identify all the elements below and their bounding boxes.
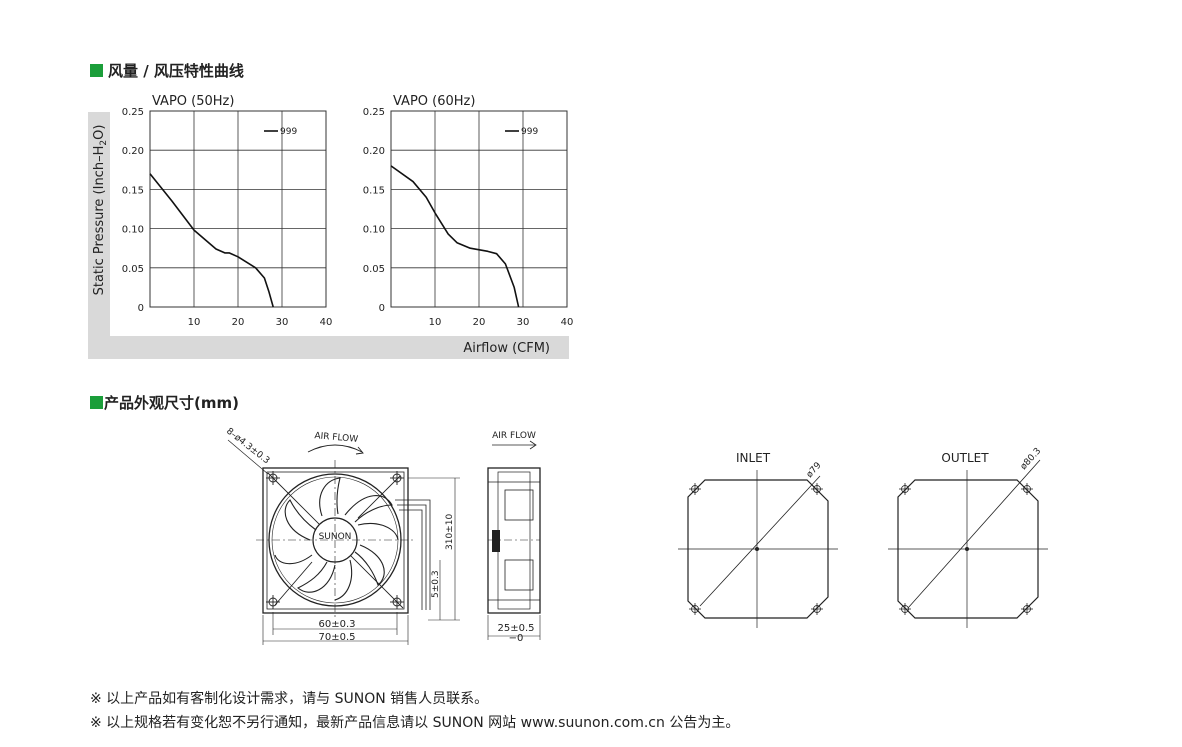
y-tick-label: 0.15 bbox=[122, 185, 144, 196]
x-axis-label: Airflow (CFM) bbox=[463, 341, 550, 356]
section-title-text: 产品外观尺寸(mm) bbox=[104, 394, 239, 412]
x-tick-label: 20 bbox=[473, 317, 486, 328]
inlet-diameter-label: ø79 bbox=[805, 461, 824, 480]
section-title-text: 风量 / 风压特性曲线 bbox=[108, 62, 244, 80]
x-tick-label: 30 bbox=[276, 317, 289, 328]
y-tick-label: 0 bbox=[379, 303, 385, 314]
y-tick-label: 0.25 bbox=[363, 107, 385, 118]
x-tick-label: 30 bbox=[517, 317, 530, 328]
inlet-label: INLET bbox=[736, 451, 771, 465]
green-bullet-icon bbox=[90, 64, 103, 77]
inner-dimension-label: 60±0.3 bbox=[318, 619, 355, 630]
y-tick-label: 0.20 bbox=[363, 146, 385, 157]
thickness-label: 25±0.5 bbox=[497, 623, 534, 634]
y-tick-label: 0.15 bbox=[363, 185, 385, 196]
note-spec-change: ※ 以上规格若有变化恕不另行通知，最新产品信息请以 SUNON 网站 www.s… bbox=[90, 715, 740, 731]
legend-label: 999 bbox=[280, 127, 297, 137]
y-tick-label: 0.20 bbox=[122, 146, 144, 157]
y-tick-label: 0.05 bbox=[122, 264, 144, 275]
x-tick-label: 10 bbox=[429, 317, 442, 328]
y-tick-label: 0.10 bbox=[122, 225, 144, 236]
x-tick-label: 40 bbox=[320, 317, 333, 328]
outlet-diameter-label: ø80.3 bbox=[1019, 446, 1044, 472]
inlet-drawing bbox=[678, 470, 838, 628]
hole-spec-label: 8–ø4.3±0.3 bbox=[224, 426, 271, 466]
legend-label: 999 bbox=[521, 127, 538, 137]
section-title-curves: 风量 / 风压特性曲线 bbox=[90, 60, 244, 81]
side-airflow-label: AIR FLOW bbox=[492, 431, 536, 441]
fan-frame-inner bbox=[266, 471, 405, 610]
front-view-drawing bbox=[227, 439, 460, 645]
side-view-drawing bbox=[487, 440, 541, 640]
strip-length-label: 5±0.3 bbox=[431, 570, 441, 598]
chart-title: VAPO (60Hz) bbox=[393, 94, 475, 109]
section-title-dimensions: 产品外观尺寸(mm) bbox=[90, 392, 239, 413]
lead-length-label: 310±10 bbox=[445, 514, 455, 550]
fan-frame bbox=[262, 467, 409, 614]
y-tick-label: 0 bbox=[138, 303, 144, 314]
chart-50hz: 0.25 0.20 0.15 0.10 0.05 0 10 20 30 40 VAPO (50Hz)… bbox=[122, 94, 333, 328]
y-tick-label: 0.05 bbox=[363, 264, 385, 275]
x-tick-label: 20 bbox=[232, 317, 245, 328]
outer-dimension-label: 70±0.5 bbox=[318, 632, 355, 643]
y-tick-label: 0.25 bbox=[122, 107, 144, 118]
chart-title: VAPO (50Hz) bbox=[152, 94, 234, 109]
green-bullet-icon bbox=[90, 396, 103, 409]
front-airflow-label: AIR FLOW bbox=[314, 431, 359, 445]
charts-svg: Static Pressure (Inch–H2O) Airflow (CFM)… bbox=[92, 94, 574, 356]
thickness-tolerance-label: −0 bbox=[509, 633, 524, 644]
x-tick-label: 10 bbox=[188, 317, 201, 328]
y-axis-label: Static Pressure (Inch–H2O) bbox=[92, 125, 109, 296]
series-line bbox=[149, 173, 274, 308]
chart-60hz: 0.25 0.20 0.15 0.10 0.05 0 10 20 30 40 VAPO (60Hz)… bbox=[363, 94, 574, 328]
outlet-label: OUTLET bbox=[941, 451, 989, 465]
fan-blades bbox=[274, 477, 399, 601]
series-line bbox=[390, 165, 520, 308]
mounting-holes bbox=[266, 471, 404, 609]
note-customization: ※ 以上产品如有客制化设计需求，请与 SUNON 销售人员联系。 bbox=[90, 691, 489, 707]
y-tick-label: 0.10 bbox=[363, 225, 385, 236]
x-tick-label: 40 bbox=[561, 317, 574, 328]
fan-brand-label: SUNON bbox=[319, 532, 352, 542]
outlet-drawing bbox=[888, 459, 1048, 628]
